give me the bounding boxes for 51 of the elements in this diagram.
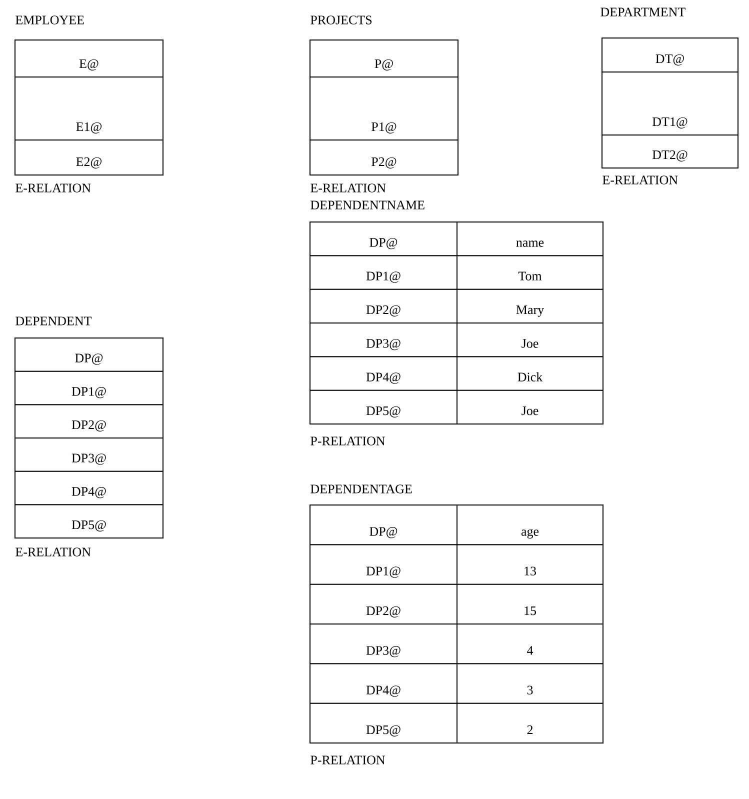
table-cell: DT@ — [602, 38, 738, 72]
table-cell: DP5@ — [14, 504, 164, 538]
relation-label: P-RELATION — [310, 756, 386, 764]
table-cell: E1@ — [14, 76, 164, 140]
table-cell: E@ — [14, 40, 164, 78]
relation-label: E-RELATION — [16, 548, 91, 556]
table-cell: DP@ — [14, 338, 164, 372]
table-title: EMPLOYEE — [16, 16, 84, 24]
table-title: DEPENDENT — [16, 316, 92, 326]
table-cell: DP3@ — [14, 438, 164, 472]
relation-label: E-RELATION — [16, 184, 91, 192]
table-cell: DP5@ — [310, 702, 458, 744]
table-cell: name — [456, 222, 604, 256]
table-cell: P1@ — [310, 76, 458, 140]
table-cell: DP4@ — [14, 470, 164, 506]
table-cell: DP4@ — [310, 663, 458, 704]
table-cell: Dick — [456, 356, 604, 391]
relation-label: E-RELATION — [310, 184, 386, 192]
table-cell: Tom — [456, 255, 604, 290]
table-cell: 15 — [456, 584, 604, 624]
table-cell: DP3@ — [310, 624, 458, 664]
table-cell: P2@ — [310, 140, 458, 176]
table-cell: age — [456, 504, 604, 546]
table-cell: DP2@ — [310, 584, 458, 624]
table-cell: DP@ — [310, 222, 458, 256]
table-cell: DP2@ — [310, 288, 458, 324]
table-cell: DP1@ — [14, 370, 164, 406]
table-cell: Mary — [456, 288, 604, 324]
table-cell: 2 — [456, 702, 604, 744]
table-title: DEPARTMENT — [600, 8, 686, 16]
table-cell: 13 — [456, 544, 604, 585]
table-cell: DP2@ — [14, 404, 164, 438]
table-title: DEPENDENTNAME — [310, 200, 424, 210]
table-cell: DP@ — [310, 504, 458, 546]
table-cell: 3 — [456, 663, 604, 704]
table-cell: DP1@ — [310, 255, 458, 290]
table-cell: DT2@ — [602, 134, 738, 168]
table-cell: DT1@ — [602, 72, 738, 136]
table-title: DEPENDENTAGE — [310, 484, 412, 494]
table-cell: Joe — [456, 390, 604, 424]
table-cell: Joe — [456, 322, 604, 358]
table-cell: DP1@ — [310, 544, 458, 585]
relation-label: P-RELATION — [310, 436, 386, 446]
table-cell: DP4@ — [310, 356, 458, 391]
table-title: PROJECTS — [310, 16, 372, 24]
table-cell: E2@ — [14, 140, 164, 176]
table-cell: DP3@ — [310, 322, 458, 358]
table-cell: DP5@ — [310, 390, 458, 424]
relation-label: E-RELATION — [602, 176, 678, 184]
table-cell: 4 — [456, 624, 604, 664]
table-cell: P@ — [310, 40, 458, 78]
